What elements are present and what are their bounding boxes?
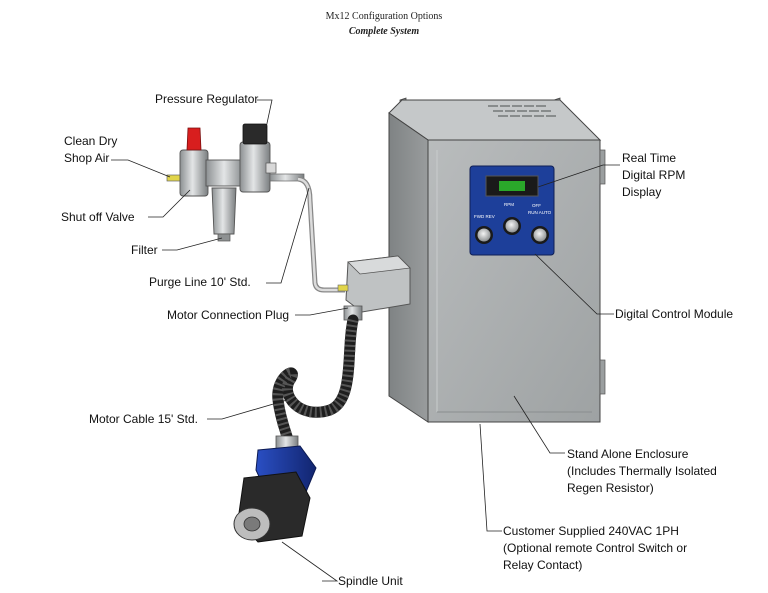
spindle-unit bbox=[233, 435, 317, 543]
panel-mode-labels: RUN AUTO bbox=[528, 210, 552, 215]
label-stand-alone-enclosure: Stand Alone Enclosure (Includes Thermall… bbox=[567, 446, 717, 497]
panel-off-label: OFF bbox=[532, 203, 541, 208]
panel-rpm-label: RPM bbox=[504, 202, 514, 207]
label-motor-connection-plug: Motor Connection Plug bbox=[167, 308, 290, 322]
motor-connection-plug bbox=[337, 255, 411, 321]
label-pressure-regulator: Pressure Regulator bbox=[155, 92, 259, 106]
air-unit bbox=[166, 123, 305, 242]
label-real-time-rpm-display: Real Time Digital RPM Display bbox=[622, 150, 685, 201]
label-clean-dry-shop-air: Clean Dry Shop Air bbox=[64, 133, 117, 167]
label-power-line-3: Relay Contact) bbox=[503, 558, 583, 572]
panel-direction-labels: FWD REV bbox=[474, 214, 495, 219]
label-enclosure-line-1: Stand Alone Enclosure bbox=[567, 447, 689, 461]
label-rpm-line-1: Real Time bbox=[622, 151, 677, 165]
label-shut-off-valve: Shut off Valve bbox=[61, 210, 135, 224]
label-clean-dry-line: Clean Dry bbox=[64, 134, 118, 148]
leader-lines bbox=[111, 99, 620, 582]
control-panel: RPM FWD REV OFF RUN AUTO bbox=[469, 165, 555, 256]
label-digital-control-module: Digital Control Module bbox=[615, 307, 734, 321]
label-shop-air-line: Shop Air bbox=[64, 151, 110, 165]
enclosure bbox=[388, 97, 606, 423]
label-filter: Filter bbox=[131, 243, 158, 257]
diagram-subtitle: Complete System bbox=[348, 26, 420, 37]
purge-line bbox=[297, 177, 345, 292]
label-purge-line: Purge Line 10' Std. bbox=[149, 275, 251, 289]
label-rpm-line-3: Display bbox=[622, 185, 662, 199]
label-spindle-unit: Spindle Unit bbox=[338, 574, 403, 588]
label-power-line-1: Customer Supplied 240VAC 1PH bbox=[503, 524, 679, 538]
label-power-line-2: (Optional remote Control Switch or bbox=[503, 541, 688, 555]
label-customer-supplied-power: Customer Supplied 240VAC 1PH (Optional r… bbox=[503, 523, 687, 574]
label-motor-cable: Motor Cable 15' Std. bbox=[89, 412, 199, 426]
label-rpm-line-2: Digital RPM bbox=[622, 168, 686, 182]
label-enclosure-line-3: Regen Resistor) bbox=[567, 481, 654, 495]
diagram-title: Mx12 Configuration Options bbox=[325, 11, 443, 22]
label-enclosure-line-2: (Includes Thermally Isolated bbox=[567, 464, 717, 478]
